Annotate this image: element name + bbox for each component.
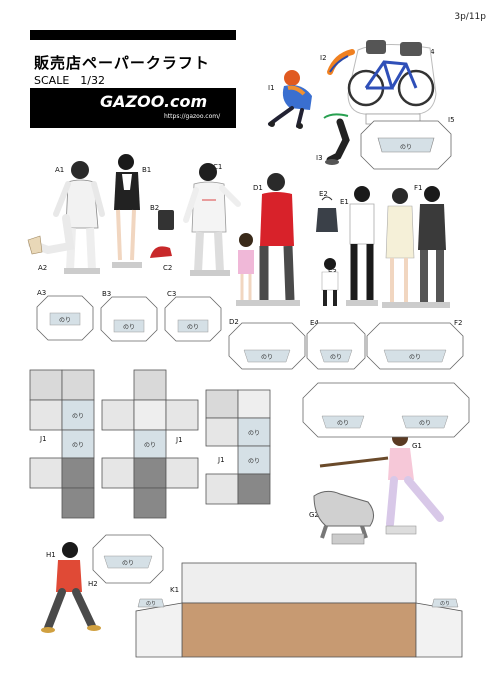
i5-base: のり xyxy=(360,120,452,170)
g3-base: のり のり xyxy=(302,382,470,438)
label-i4: I4 xyxy=(428,48,435,56)
label-i5: I5 xyxy=(448,116,455,124)
label-b3: B3 xyxy=(102,290,112,298)
svg-text:のり: のり xyxy=(440,601,450,607)
label-j1-b: J1 xyxy=(176,436,183,444)
svg-text:のり: のり xyxy=(330,354,342,361)
svg-text:のり: のり xyxy=(248,430,260,437)
label-j1-c: J1 xyxy=(218,456,225,464)
j1-box-net-a: のり のり xyxy=(29,369,95,519)
label-f1: F1 xyxy=(414,184,423,192)
a2-leg-figure xyxy=(27,214,75,255)
label-i1: I1 xyxy=(268,84,275,92)
woman-e1-figure xyxy=(346,186,378,306)
d2-base: のり xyxy=(228,322,306,370)
woman-b1-figure xyxy=(112,154,142,268)
label-e2: E2 xyxy=(319,190,328,198)
svg-text:のり: のり xyxy=(248,458,260,465)
label-d2: D2 xyxy=(229,318,239,326)
label-d1: D1 xyxy=(253,184,263,192)
leg-figure xyxy=(323,113,350,165)
svg-text:のり: のり xyxy=(337,420,349,427)
logo-url: https://gazoo.com/ xyxy=(164,113,221,120)
svg-text:のり: のり xyxy=(123,324,135,331)
svg-text:のり: のり xyxy=(144,442,156,449)
man-h1-figure xyxy=(41,542,101,633)
svg-text:のり: のり xyxy=(261,354,273,361)
header: 販売店ペーパークラフト SCALE 1/32 GAZOO.com https:/… xyxy=(30,30,236,128)
svg-text:のり: のり xyxy=(72,413,84,420)
man-c1-figure xyxy=(183,163,241,276)
label-g2: G2 xyxy=(309,511,319,519)
man-d1-figure xyxy=(236,173,300,306)
woman-g1-figure xyxy=(319,430,444,535)
h2-base: のり xyxy=(92,534,164,584)
scale-label: SCALE 1/32 xyxy=(34,74,105,87)
label-f2: F2 xyxy=(454,319,463,327)
child-e3-figure xyxy=(321,258,339,306)
e2-bag xyxy=(316,196,338,232)
label-i2: I2 xyxy=(320,54,327,62)
svg-text:のり: のり xyxy=(409,354,421,361)
k1-bed-net: のり のり xyxy=(135,562,463,658)
label-e4: E4 xyxy=(310,319,319,327)
label-i3: I3 xyxy=(316,154,323,162)
label-g1: G1 xyxy=(412,442,422,450)
logo-box: GAZOO.com https://gazoo.com/ xyxy=(30,88,236,128)
svg-text:のり: のり xyxy=(187,324,199,331)
dog-g2-figure xyxy=(313,490,374,545)
label-c3: C3 xyxy=(167,290,177,298)
c3-base: のり xyxy=(164,296,222,342)
f2-base: のり xyxy=(366,322,464,370)
svg-text:のり: のり xyxy=(72,442,84,449)
svg-text:のり: のり xyxy=(146,601,156,607)
label-b2: B2 xyxy=(150,204,160,212)
j1-box-net-c: のり のり xyxy=(205,389,271,505)
page-number: 3p/11p xyxy=(454,12,486,22)
label-c1: C1 xyxy=(213,163,223,171)
label-h2: H2 xyxy=(88,580,98,588)
couple-f1-figure xyxy=(382,186,450,308)
label-e1: E1 xyxy=(340,198,349,206)
header-bar xyxy=(30,30,236,40)
gazoo-logo: GAZOO.com xyxy=(100,92,208,111)
label-h1: H1 xyxy=(46,551,56,559)
svg-text:のり: のり xyxy=(59,317,71,324)
b3-base: のり xyxy=(100,296,158,342)
svg-text:のり: のり xyxy=(122,560,134,567)
j1-box-net-b: のり xyxy=(101,369,199,519)
svg-text:のり: のり xyxy=(419,420,431,427)
e4-base: のり xyxy=(306,322,366,370)
label-k1: K1 xyxy=(170,586,180,594)
label-a2: A2 xyxy=(38,264,48,272)
label-a3: A3 xyxy=(37,289,47,297)
label-b1: B1 xyxy=(142,166,152,174)
a3-base: のり xyxy=(36,295,94,341)
label-c2: C2 xyxy=(163,264,173,272)
glue-text: のり xyxy=(400,144,412,151)
page-title: 販売店ペーパークラフト xyxy=(34,54,210,72)
cyclist-figure xyxy=(268,70,312,129)
label-j1-a: J1 xyxy=(40,435,47,443)
arm-figure xyxy=(327,49,355,75)
label-a1: A1 xyxy=(55,166,65,174)
b2-accessory xyxy=(150,210,174,258)
